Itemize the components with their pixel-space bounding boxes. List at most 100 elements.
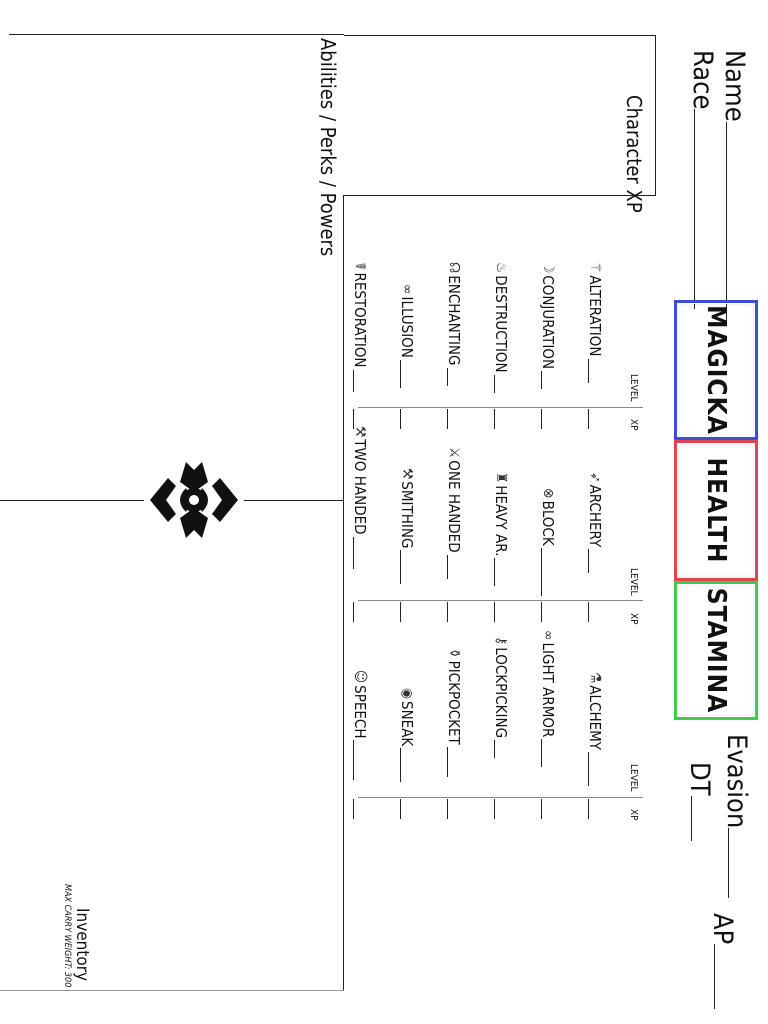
one-handed-icon: ⚔	[446, 447, 462, 459]
xp-blank[interactable]	[541, 799, 542, 819]
health-bar[interactable]: HEALTH	[674, 440, 758, 581]
xp-blank[interactable]	[447, 602, 448, 622]
level-blank[interactable]	[447, 746, 461, 777]
skill-label: SPEECH	[351, 685, 370, 739]
level-blank[interactable]	[494, 558, 508, 587]
evasion-blank[interactable]	[728, 828, 729, 899]
stamina-bar[interactable]: STAMINA	[674, 581, 758, 720]
alchemy-icon: ⚗	[587, 672, 603, 684]
xp-blank[interactable]	[400, 799, 401, 819]
archery-icon: ➶	[587, 472, 603, 483]
skill-pickpocket[interactable]: ⚱PICKPOCKET	[444, 648, 464, 777]
skill-label: ENCHANTING	[445, 275, 464, 366]
col1-level-header: LEVEL	[628, 374, 639, 402]
xp-blank[interactable]	[588, 409, 589, 429]
col3-level-header: LEVEL	[628, 764, 639, 792]
skill-lockpicking[interactable]: ⚷LOCKPICKING	[491, 636, 511, 759]
skill-label: LOCKPICKING	[492, 647, 511, 739]
stamina-label: STAMINA	[701, 587, 731, 714]
skill-light-armor[interactable]: ∞LIGHT ARMOR	[538, 630, 558, 768]
dt-blank[interactable]	[691, 795, 692, 841]
level-blank[interactable]	[400, 550, 414, 585]
skill-alchemy[interactable]: ⚗ALCHEMY	[585, 672, 605, 787]
level-blank[interactable]	[353, 369, 367, 392]
pickpocket-icon: ⚱	[446, 648, 462, 659]
col2-xp-header: XP	[628, 613, 639, 625]
level-blank[interactable]	[541, 547, 555, 596]
level-blank[interactable]	[447, 367, 461, 386]
xp-blank[interactable]	[541, 409, 542, 429]
enchanting-icon: ☊	[446, 262, 462, 274]
dt-field[interactable]: DT	[684, 762, 715, 841]
level-blank[interactable]	[588, 549, 602, 574]
ap-field[interactable]: AP	[707, 913, 738, 1010]
level-blank[interactable]	[494, 374, 508, 393]
skill-label: TWO HANDED	[351, 439, 370, 535]
skill-label: LIGHT ARMOR	[539, 642, 558, 738]
block-icon: ⊗	[540, 488, 556, 499]
race-label: Race	[687, 50, 718, 110]
restoration-icon: ☤	[352, 262, 368, 271]
character-xp-label: Character XP	[622, 95, 646, 213]
xp-blank[interactable]	[541, 602, 542, 622]
main-divider	[343, 195, 344, 990]
skill-sneak[interactable]: ◉SNEAK	[397, 688, 417, 783]
level-blank[interactable]	[588, 358, 602, 383]
level-blank[interactable]	[494, 740, 508, 759]
name-field[interactable]: Name	[719, 50, 750, 322]
xp-blank[interactable]	[588, 602, 589, 622]
speech-icon: ☺	[352, 670, 368, 684]
lead-blank	[353, 410, 367, 424]
skill-heavy-armor[interactable]: ♜HEAVY AR.	[491, 472, 511, 587]
skill-label: RESTORATION	[351, 272, 370, 368]
magicka-bar[interactable]: MAGICKA	[674, 300, 758, 440]
race-blank[interactable]	[694, 109, 695, 310]
skill-enchanting[interactable]: ☊ENCHANTING	[444, 262, 464, 386]
level-blank[interactable]	[541, 739, 555, 768]
xp-blank[interactable]	[353, 799, 354, 819]
level-blank[interactable]	[400, 748, 414, 783]
skill-alteration[interactable]: ⚚ALTERATION	[585, 262, 605, 383]
skill-label: ONE HANDED	[445, 460, 464, 553]
xp-blank[interactable]	[447, 409, 448, 429]
xp-blank[interactable]	[494, 409, 495, 429]
character-xp-box-top	[655, 35, 656, 195]
level-blank[interactable]	[588, 752, 602, 787]
skill-restoration[interactable]: ☤RESTORATION	[350, 262, 370, 392]
level-blank[interactable]	[400, 359, 414, 388]
skill-smithing[interactable]: ⚒SMITHING	[397, 468, 417, 585]
level-blank[interactable]	[353, 536, 367, 569]
ap-label: AP	[707, 913, 738, 945]
alteration-icon: ⚚	[587, 262, 603, 274]
xp-blank[interactable]	[447, 799, 448, 819]
level-blank[interactable]	[541, 371, 555, 390]
skill-block[interactable]: ⊗BLOCK	[538, 488, 558, 596]
skill-speech[interactable]: ☺SPEECH	[350, 670, 370, 781]
xp-blank[interactable]	[400, 409, 401, 429]
evasion-field[interactable]: Evasion	[721, 734, 752, 899]
skill-one-handed[interactable]: ⚔ONE HANDED	[444, 447, 464, 579]
skill-label: ILLUSION	[398, 296, 417, 358]
xp-blank[interactable]	[400, 602, 401, 622]
skill-two-handed[interactable]: ⚒TWO HANDED	[350, 410, 370, 569]
race-field[interactable]: Race	[687, 50, 718, 310]
ap-blank[interactable]	[714, 944, 715, 1010]
skill-illusion[interactable]: ∞ILLUSION	[397, 284, 417, 388]
name-blank[interactable]	[726, 121, 727, 322]
level-blank[interactable]	[447, 554, 461, 579]
skill-conjuration[interactable]: ☽CONJURATION	[538, 262, 558, 390]
xp-blank[interactable]	[494, 799, 495, 819]
skill-label: ALTERATION	[586, 275, 605, 357]
skill-label: ALCHEMY	[586, 685, 605, 751]
skill-label: CONJURATION	[539, 275, 558, 370]
level-blank[interactable]	[353, 740, 367, 781]
xp-blank[interactable]	[353, 602, 354, 622]
skill-destruction[interactable]: ♨DESTRUCTION	[491, 262, 511, 393]
magicka-label: MAGICKA	[701, 305, 731, 435]
dt-label: DT	[684, 762, 715, 796]
xp-blank[interactable]	[588, 799, 589, 819]
inventory-box-edge	[0, 990, 344, 991]
xp-blank[interactable]	[494, 602, 495, 622]
skill-archery[interactable]: ➶ARCHERY	[585, 472, 605, 574]
